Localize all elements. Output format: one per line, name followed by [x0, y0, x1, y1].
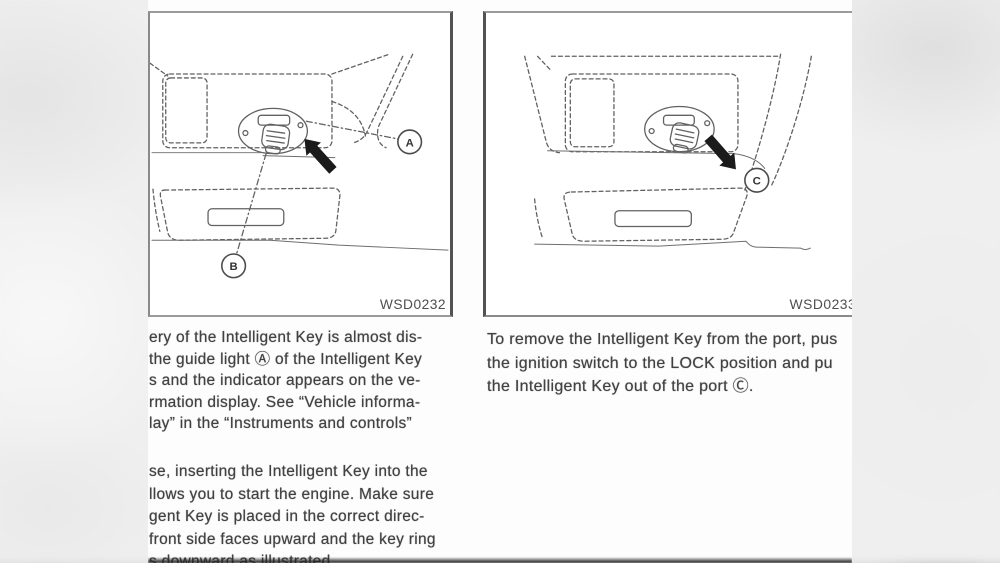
svg-text:A: A [406, 137, 414, 149]
text-line: the guide light Ⓐ of the Intelligent Key [149, 350, 423, 368]
document-page: A B WSD0232 [148, 0, 852, 563]
text-line: llows you to start the engine. Make sure [149, 485, 435, 503]
right-paragraph-1: To remove the Intelligent Key from the p… [487, 328, 852, 399]
text-line: To remove the Intelligent Key from the p… [487, 331, 838, 348]
callout-c: C [744, 167, 770, 193]
left-paragraph-1: ery of the Intelligent Key is almost dis… [149, 327, 422, 435]
callout-b: B [221, 253, 247, 279]
svg-text:C: C [753, 176, 761, 188]
key-port-remove-illustration: C WSD0233 [524, 53, 852, 312]
text-line: front side faces upward and the key ring [149, 530, 436, 548]
intelligent-key-icon [669, 122, 700, 154]
figure-code-left: WSD0232 [380, 297, 446, 312]
text-line: ery of the Intelligent Key is almost dis… [149, 329, 423, 346]
photo-edge-shadow [148, 557, 852, 563]
text-line: rmation display. See “Vehicle informa- [149, 393, 421, 411]
text-line: the ignition switch to the LOCK position… [487, 354, 833, 372]
text-line: s and the indicator appears on the ve- [149, 372, 421, 389]
intelligent-key-icon [261, 123, 291, 155]
figure-code-right: WSD0233 [790, 296, 852, 312]
text-line: lay” in the “Instruments and controls” [149, 415, 412, 432]
remove-direction-arrow-icon [704, 134, 736, 170]
figure-remove-key-port: C WSD0233 [483, 11, 852, 317]
insert-direction-arrow-icon [304, 138, 337, 174]
callout-a: A [397, 129, 423, 155]
figure-insert-key-port: A B WSD0232 [148, 11, 453, 317]
text-line: se, inserting the Intelligent Key into t… [149, 463, 428, 480]
left-paragraph-2: se, inserting the Intelligent Key into t… [149, 461, 436, 563]
svg-text:B: B [230, 261, 238, 273]
text-line: the Intelligent Key out of the port Ⓒ. [487, 378, 754, 395]
key-port-insert-illustration: A B WSD0232 [150, 53, 449, 312]
text-line: gent Key is placed in the correct direc- [149, 508, 425, 525]
